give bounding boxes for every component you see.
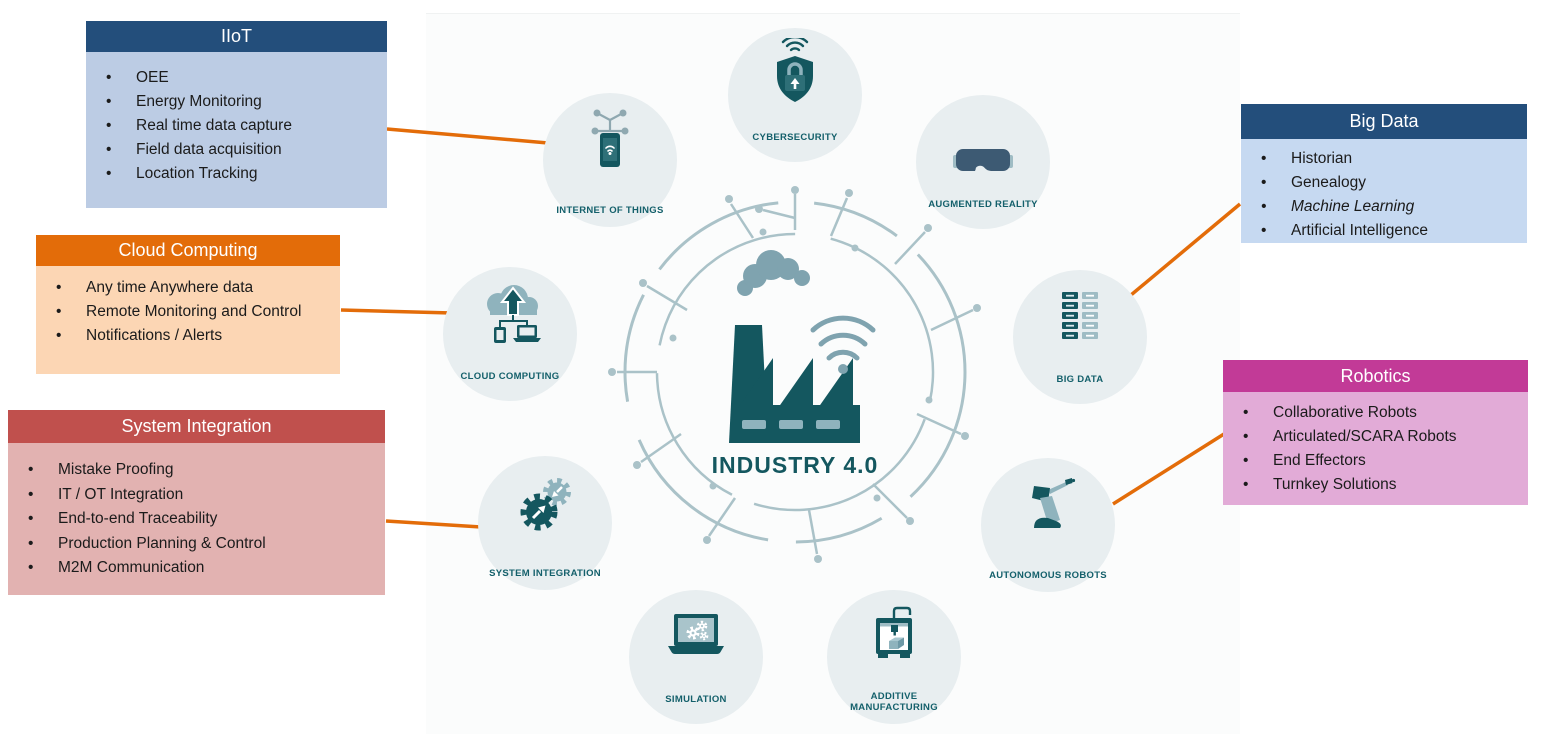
bullet-item: End-to-end Traceability: [8, 507, 385, 532]
node-label: AUGMENTED REALITY: [928, 199, 1038, 211]
callout-system-integration: System Integration Mistake ProofingIT / …: [8, 410, 385, 595]
autonomous-robots-icon: [1032, 478, 1076, 528]
factory-windows: [742, 420, 840, 429]
node-label: CLOUD COMPUTING: [460, 371, 560, 383]
bullet-item: IT / OT Integration: [8, 483, 385, 508]
callout-title: System Integration: [8, 410, 385, 443]
bullet-item: Notifications / Alerts: [36, 324, 340, 348]
bullet-item: End Effectors: [1223, 449, 1528, 473]
callout-item-list: Any time Anywhere dataRemote Monitoring …: [36, 266, 340, 348]
bullet-item: Remote Monitoring and Control: [36, 300, 340, 324]
bullet-item: Production Planning & Control: [8, 532, 385, 557]
bullet-item: Machine Learning: [1241, 195, 1527, 219]
node-additive-manufacturing: ADDITIVE MANUFACTURING: [827, 590, 961, 724]
node-autonomous-robots: AUTONOMOUS ROBOTS: [981, 458, 1115, 592]
callout-title: Cloud Computing: [36, 235, 340, 266]
callout-title: Robotics: [1223, 360, 1528, 392]
circuit-traces: [617, 194, 974, 555]
node-cybersecurity: CYBERSECURITY: [728, 28, 862, 162]
bullet-item: Collaborative Robots: [1223, 401, 1528, 425]
industry-40-title: INDUSTRY 4.0: [712, 452, 879, 478]
callout-cloud-computing: Cloud Computing Any time Anywhere dataRe…: [36, 235, 340, 374]
callout-item-list: OEEEnergy MonitoringReal time data captu…: [86, 52, 387, 186]
augmented-reality-icon: [953, 149, 1013, 171]
cloud-computing-icon: [487, 285, 541, 343]
connector-cloud: [340, 308, 453, 315]
bullet-item: Location Tracking: [86, 162, 387, 186]
node-system-integration: SYSTEM INTEGRATION: [478, 456, 612, 590]
inner-ring: [655, 232, 935, 512]
smoke-cloud: [737, 250, 810, 296]
callout-item-list: HistorianGenealogyMachine LearningArtifi…: [1241, 139, 1527, 243]
bullet-item: Real time data capture: [86, 114, 387, 138]
node-internet-of-things: INTERNET OF THINGS: [543, 93, 677, 227]
factory-wifi-icon: [810, 315, 876, 361]
callout-item-list: Collaborative RobotsArticulated/SCARA Ro…: [1223, 392, 1528, 497]
bullet-item: Mistake Proofing: [8, 458, 385, 483]
cybersecurity-icon: [777, 38, 813, 102]
node-label: AUTONOMOUS ROBOTS: [989, 570, 1107, 582]
big-data-icon: [1062, 292, 1098, 339]
node-label: SYSTEM INTEGRATION: [489, 568, 601, 580]
industry-ring-graphic: INDUSTRY 4.0: [608, 186, 981, 563]
callout-big-data: Big Data HistorianGenealogyMachine Learn…: [1241, 104, 1527, 243]
callout-title: Big Data: [1241, 104, 1527, 139]
callout-iiot: IIoT OEEEnergy MonitoringReal time data …: [86, 21, 387, 208]
circuit-dots: [608, 186, 981, 563]
system-integration-icon: [520, 478, 571, 531]
node-label: ADDITIVE MANUFACTURING: [850, 690, 938, 714]
simulation-icon: [668, 614, 724, 655]
bullet-item: Historian: [1241, 147, 1527, 171]
outer-ring: [623, 200, 967, 544]
bullet-item: OEE: [86, 66, 387, 90]
bullet-item: Field data acquisition: [86, 138, 387, 162]
additive-manufacturing-icon: [876, 606, 912, 658]
internet-of-things-icon: [591, 109, 629, 167]
factory-icon: [729, 250, 876, 443]
bullet-item: Artificial Intelligence: [1241, 219, 1527, 243]
callout-title: IIoT: [86, 21, 387, 52]
callout-item-list: Mistake ProofingIT / OT IntegrationEnd-t…: [8, 443, 385, 581]
callout-robotics: Robotics Collaborative RobotsArticulated…: [1223, 360, 1528, 505]
bullet-item: M2M Communication: [8, 556, 385, 581]
connector-robotics: [1112, 432, 1225, 506]
node-augmented-reality: AUGMENTED REALITY: [916, 95, 1050, 229]
bullet-item: Articulated/SCARA Robots: [1223, 425, 1528, 449]
node-label: SIMULATION: [665, 694, 727, 706]
node-label: INTERNET OF THINGS: [556, 205, 664, 217]
node-big-data: BIG DATA: [1013, 270, 1147, 404]
node-cloud-computing: CLOUD COMPUTING: [443, 267, 577, 401]
connector-system-integration: [385, 519, 482, 529]
bullet-item: Genealogy: [1241, 171, 1527, 195]
connector-big-data: [1129, 202, 1242, 297]
bullet-item: Turnkey Solutions: [1223, 473, 1528, 497]
node-simulation: SIMULATION: [629, 590, 763, 724]
connector-iiot: [386, 127, 549, 145]
node-label: CYBERSECURITY: [752, 132, 838, 144]
bullet-item: Any time Anywhere data: [36, 276, 340, 300]
bullet-item: Energy Monitoring: [86, 90, 387, 114]
node-label: BIG DATA: [1056, 374, 1104, 386]
